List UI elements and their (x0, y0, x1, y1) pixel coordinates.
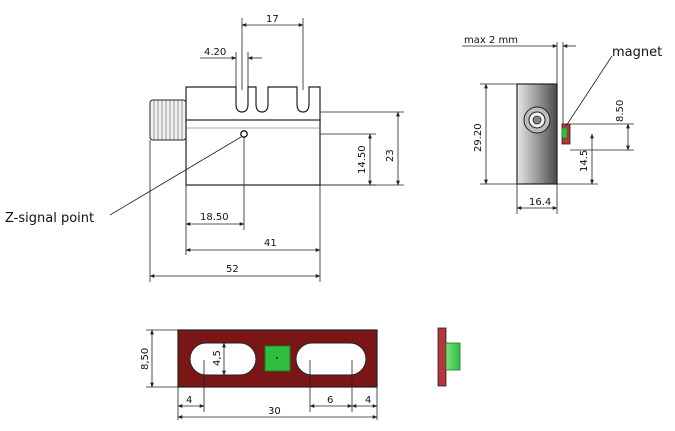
dim-front-slot-spacing: 17 (266, 14, 279, 25)
dim-front-zpoint-offset: 18.50 (200, 212, 229, 223)
dim-side-magnet-offset: 14.5 (579, 150, 590, 172)
dim-rail-inner-height: 4,5 (212, 350, 223, 366)
rail-slot-left (189, 342, 257, 376)
dim-side-gap-max: max 2 mm (464, 35, 518, 46)
side-view: magnet max 2 mm 29.20 8.50 14.5 16.4 (462, 35, 662, 214)
side-magnet (561, 123, 571, 145)
rail-slot-right (295, 342, 367, 376)
magnet-side-detail (437, 327, 461, 387)
front-housing-top (185, 86, 321, 123)
dim-side-width: 16.4 (529, 197, 551, 208)
dim-rail-right-margin: 4 (365, 395, 371, 406)
side-housing (516, 83, 558, 185)
front-view: Z-signal point 17 4.20 14.50 23 18.50 41 (5, 14, 404, 282)
knurled-knob (149, 99, 187, 141)
magnet-label: magnet (612, 45, 662, 60)
z-signal-label: Z-signal point (5, 211, 94, 226)
dim-front-total-length: 52 (226, 264, 239, 275)
front-housing-body (185, 119, 321, 186)
dim-side-magnet-height: 8.50 (615, 100, 626, 122)
dim-rail-slot-length: 6 (327, 395, 333, 406)
z-signal-point-marker (240, 130, 248, 138)
dim-side-height: 29.20 (473, 123, 484, 152)
dim-rail-height: 8,50 (140, 348, 151, 370)
dim-front-height-a: 14.50 (357, 145, 368, 174)
magnet-rail-view: 8,50 4,5 4 6 4 30 (140, 329, 378, 420)
dim-front-slot-width: 4.20 (204, 47, 226, 58)
dim-front-body-length: 41 (264, 238, 277, 249)
dim-rail-left-margin: 4 (186, 395, 192, 406)
dim-front-height-total: 23 (385, 149, 396, 162)
dim-rail-total-length: 30 (268, 406, 281, 417)
